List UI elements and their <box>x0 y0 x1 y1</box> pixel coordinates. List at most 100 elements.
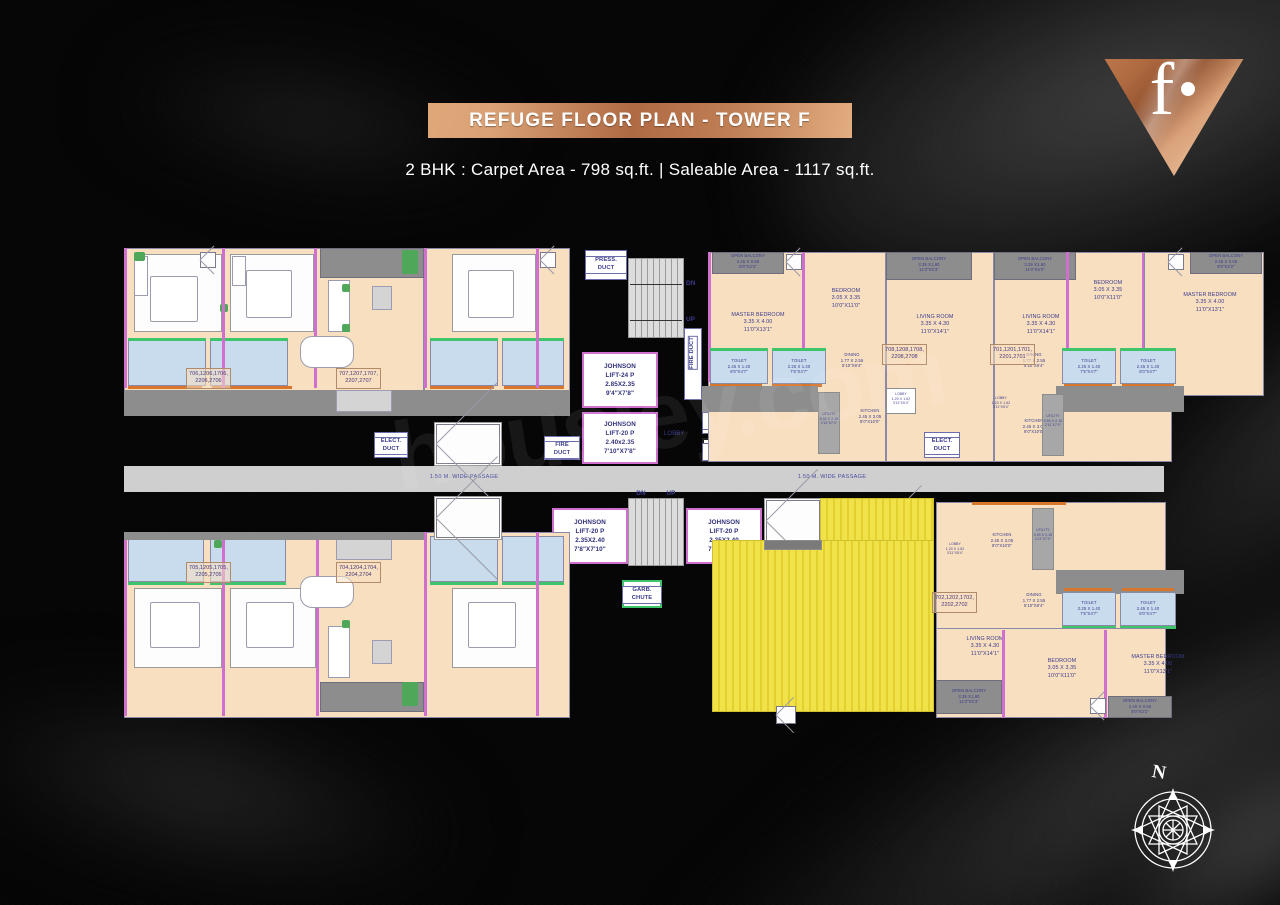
lift-20p-upper-imperial: 7'10"X7'8" <box>604 448 636 456</box>
violet-wall-bl-3 <box>316 532 319 716</box>
toilet-704b-2 <box>502 536 564 582</box>
balcony-grill-707b <box>540 252 556 268</box>
green-wall-tl-4 <box>502 338 564 341</box>
unit-701-utility-label: UTILITY 0.90 X 2.15 2'11"X7'0" <box>1040 414 1066 428</box>
t1-702-imp: 7'5"X4'7" <box>1080 611 1098 617</box>
lr-701-imp: 11'0"X14'1" <box>1026 328 1056 335</box>
apt-701-line2: 2201,2701 <box>999 354 1026 361</box>
ob2-708-metric: 3.35 X1.60 <box>918 261 940 267</box>
unit-702-toilet-2-label: TOILET 2.45 X 1.40 8'0"X4'7" <box>1120 600 1176 617</box>
din-702-name: DINING <box>1026 592 1042 597</box>
unit-702-lobby-label: LOBBY 1.20 X 1.62 3'11"X5'4" <box>938 542 972 556</box>
util-708-metric: 0.90 X 2.15 <box>819 416 839 421</box>
util-702-imp: 2'11"X7'0" <box>1034 537 1052 542</box>
unit-708-open-balcony-1-label: OPEN BALCONY 2.45 X 0.65 8'0"X2'2" <box>712 253 784 270</box>
unit-701-balcony-grill <box>1168 254 1184 270</box>
unit-708-living-room-label: LIVING ROOM 3.35 X 4.30 11'0"X14'1" <box>886 314 984 336</box>
ob1-708-name: OPEN BALCONY <box>730 253 766 258</box>
block-shadow-top-left-2 <box>424 390 570 416</box>
service-shaft-left-upper-cross <box>436 424 500 464</box>
unit-708-toilet-2-label: TOILET 2.25 X 1.40 7'5"X4'7" <box>772 358 826 375</box>
apartment-number-702: 702,1202,1702, 2202,2702 <box>932 592 977 613</box>
lift-24p-model: LIFT-24 P <box>605 372 635 380</box>
unit-708-orange-1 <box>710 384 762 387</box>
ob2-701-name: OPEN BALCONY <box>1208 253 1244 258</box>
ob2-702-metric: 2.45 X 0.65 <box>1128 703 1152 709</box>
logo-letter: f <box>1149 49 1175 131</box>
lr-701-metric: 3.35 X 4.30 <box>1026 321 1056 328</box>
unit-702-toilet-1 <box>1062 592 1116 626</box>
kitchen-counter-706 <box>336 390 392 412</box>
sofa-705 <box>328 626 350 678</box>
floor-plan-drawing: 706,1206,1706, 2206,2706 707,1207,1707, … <box>104 240 1264 730</box>
kit-702-imp: 8'0"X10'0" <box>991 543 1012 549</box>
lob-701-name: LOBBY <box>995 396 1007 400</box>
mbr-702-name: MASTER BEDROOM <box>1131 654 1185 660</box>
br-701-metric: 3.05 X 3.35 <box>1093 287 1123 294</box>
br-702-imp: 10'0"X11'0" <box>1047 672 1077 679</box>
unit-702-utility <box>1032 508 1054 570</box>
apartment-number-707: 707,1207,1707, 2207,2707 <box>336 368 381 389</box>
bedroom-furniture-707b <box>452 254 536 332</box>
orange-wall-tl-4 <box>504 386 564 389</box>
plant-icon-1 <box>134 252 145 261</box>
service-shaft-left-lower-cross <box>436 498 500 538</box>
lr-701-name: LIVING ROOM <box>1022 314 1060 320</box>
violet-wall-tl-left <box>124 248 127 388</box>
unit-702-balcony-grill <box>1090 698 1106 714</box>
apt-708-line2: 2208,2708 <box>891 354 918 361</box>
t1-708-name: TOILET <box>731 358 747 363</box>
toilet-704b-1 <box>430 536 498 582</box>
stairs-up-arrow <box>630 320 682 321</box>
apt-705-line2: 2205,2705 <box>195 572 222 579</box>
compass-svg <box>1131 788 1215 872</box>
green-wall-tl-1 <box>128 338 206 341</box>
tv-unit-705 <box>372 640 392 664</box>
t2-701-metric: 2.45 X 1.40 <box>1136 363 1160 369</box>
unit-708-green-2 <box>772 348 826 351</box>
din-701-imp: 5'10"X8'4" <box>1023 363 1044 369</box>
t2-702-imp: 8'0"X4'7" <box>1139 611 1157 617</box>
page-title: REFUGE FLOOR PLAN - TOWER F <box>469 109 811 131</box>
sofa-706 <box>328 280 350 332</box>
apt-701-line1: 701,1201,1701, <box>993 346 1032 353</box>
apartment-number-704: 704,1204,1704, 2204,2704 <box>336 562 381 583</box>
ob1-708-metric: 2.45 X 0.65 <box>736 258 760 264</box>
mbr-708-name: MASTER BEDROOM <box>731 312 785 318</box>
unit-708-open-balcony-2-label: OPEN BALCONY 3.35 X1.60 11'0"X5'3" <box>886 256 972 273</box>
unit-708-open-balcony-1 <box>712 252 784 274</box>
util-702-name: UTILITY <box>1036 528 1050 532</box>
mbr-701-name: MASTER BEDROOM <box>1183 292 1237 298</box>
lob-708-name: LOBBY <box>895 392 907 396</box>
refuge-area-main <box>712 540 934 712</box>
lift-20p-upper-box <box>582 412 658 464</box>
wardrobe-706 <box>134 256 148 296</box>
stairs-dn-label: DN <box>686 280 696 287</box>
plant-icon-8 <box>342 620 350 628</box>
apt-705-line1: 705,1205,1705, <box>189 564 228 571</box>
unit-701-master-bedroom-label: MASTER BEDROOM 3.35 X 4.00 11'0"X13'1" <box>1162 292 1258 314</box>
t1-701-name: TOILET <box>1081 358 1097 363</box>
unit-702-utility-label: UTILITY 0.90 X 2.15 2'11"X7'0" <box>1030 528 1056 542</box>
ob1-702-name: OPEN BALCONY <box>951 688 987 693</box>
green-wall-bl-3 <box>430 582 498 585</box>
lift-20p-upper-model: LIFT-20 P <box>605 430 635 438</box>
unit-701-wall-v2 <box>1142 252 1145 352</box>
unit-702-kitchen-label: KITCHEN 2.45 X 3.05 8'0"X10'0" <box>978 532 1026 549</box>
unit-702-green-2 <box>1120 626 1176 629</box>
compass-rose-icon: N <box>1118 761 1228 878</box>
violet-wall-bl-4 <box>424 532 427 716</box>
lr-708-metric: 3.35 X 4.30 <box>920 321 950 328</box>
bed-707b <box>468 270 514 318</box>
unit-702-dining-label: DINING 1.77 X 2.55 5'10"X8'4" <box>1010 592 1058 609</box>
elect-duct-708-label: ELECT. DUCT <box>924 437 960 455</box>
plant-icon-3 <box>402 250 418 274</box>
lob-702-metric: 1.20 X 1.62 <box>945 546 965 551</box>
unit-701-toilet-2 <box>1120 350 1176 384</box>
green-wall-bl-2 <box>210 582 286 585</box>
unit-701-open-balcony-1 <box>994 252 1076 280</box>
br-701-name: BEDROOM <box>1093 280 1123 286</box>
lift4-model: LIFT-20 P <box>709 528 739 536</box>
kit-708-name: KITCHEN <box>860 408 880 413</box>
unit-708-master-bedroom-label: MASTER BEDROOM 3.35 X 4.00 11'0"X13'1" <box>710 312 806 334</box>
